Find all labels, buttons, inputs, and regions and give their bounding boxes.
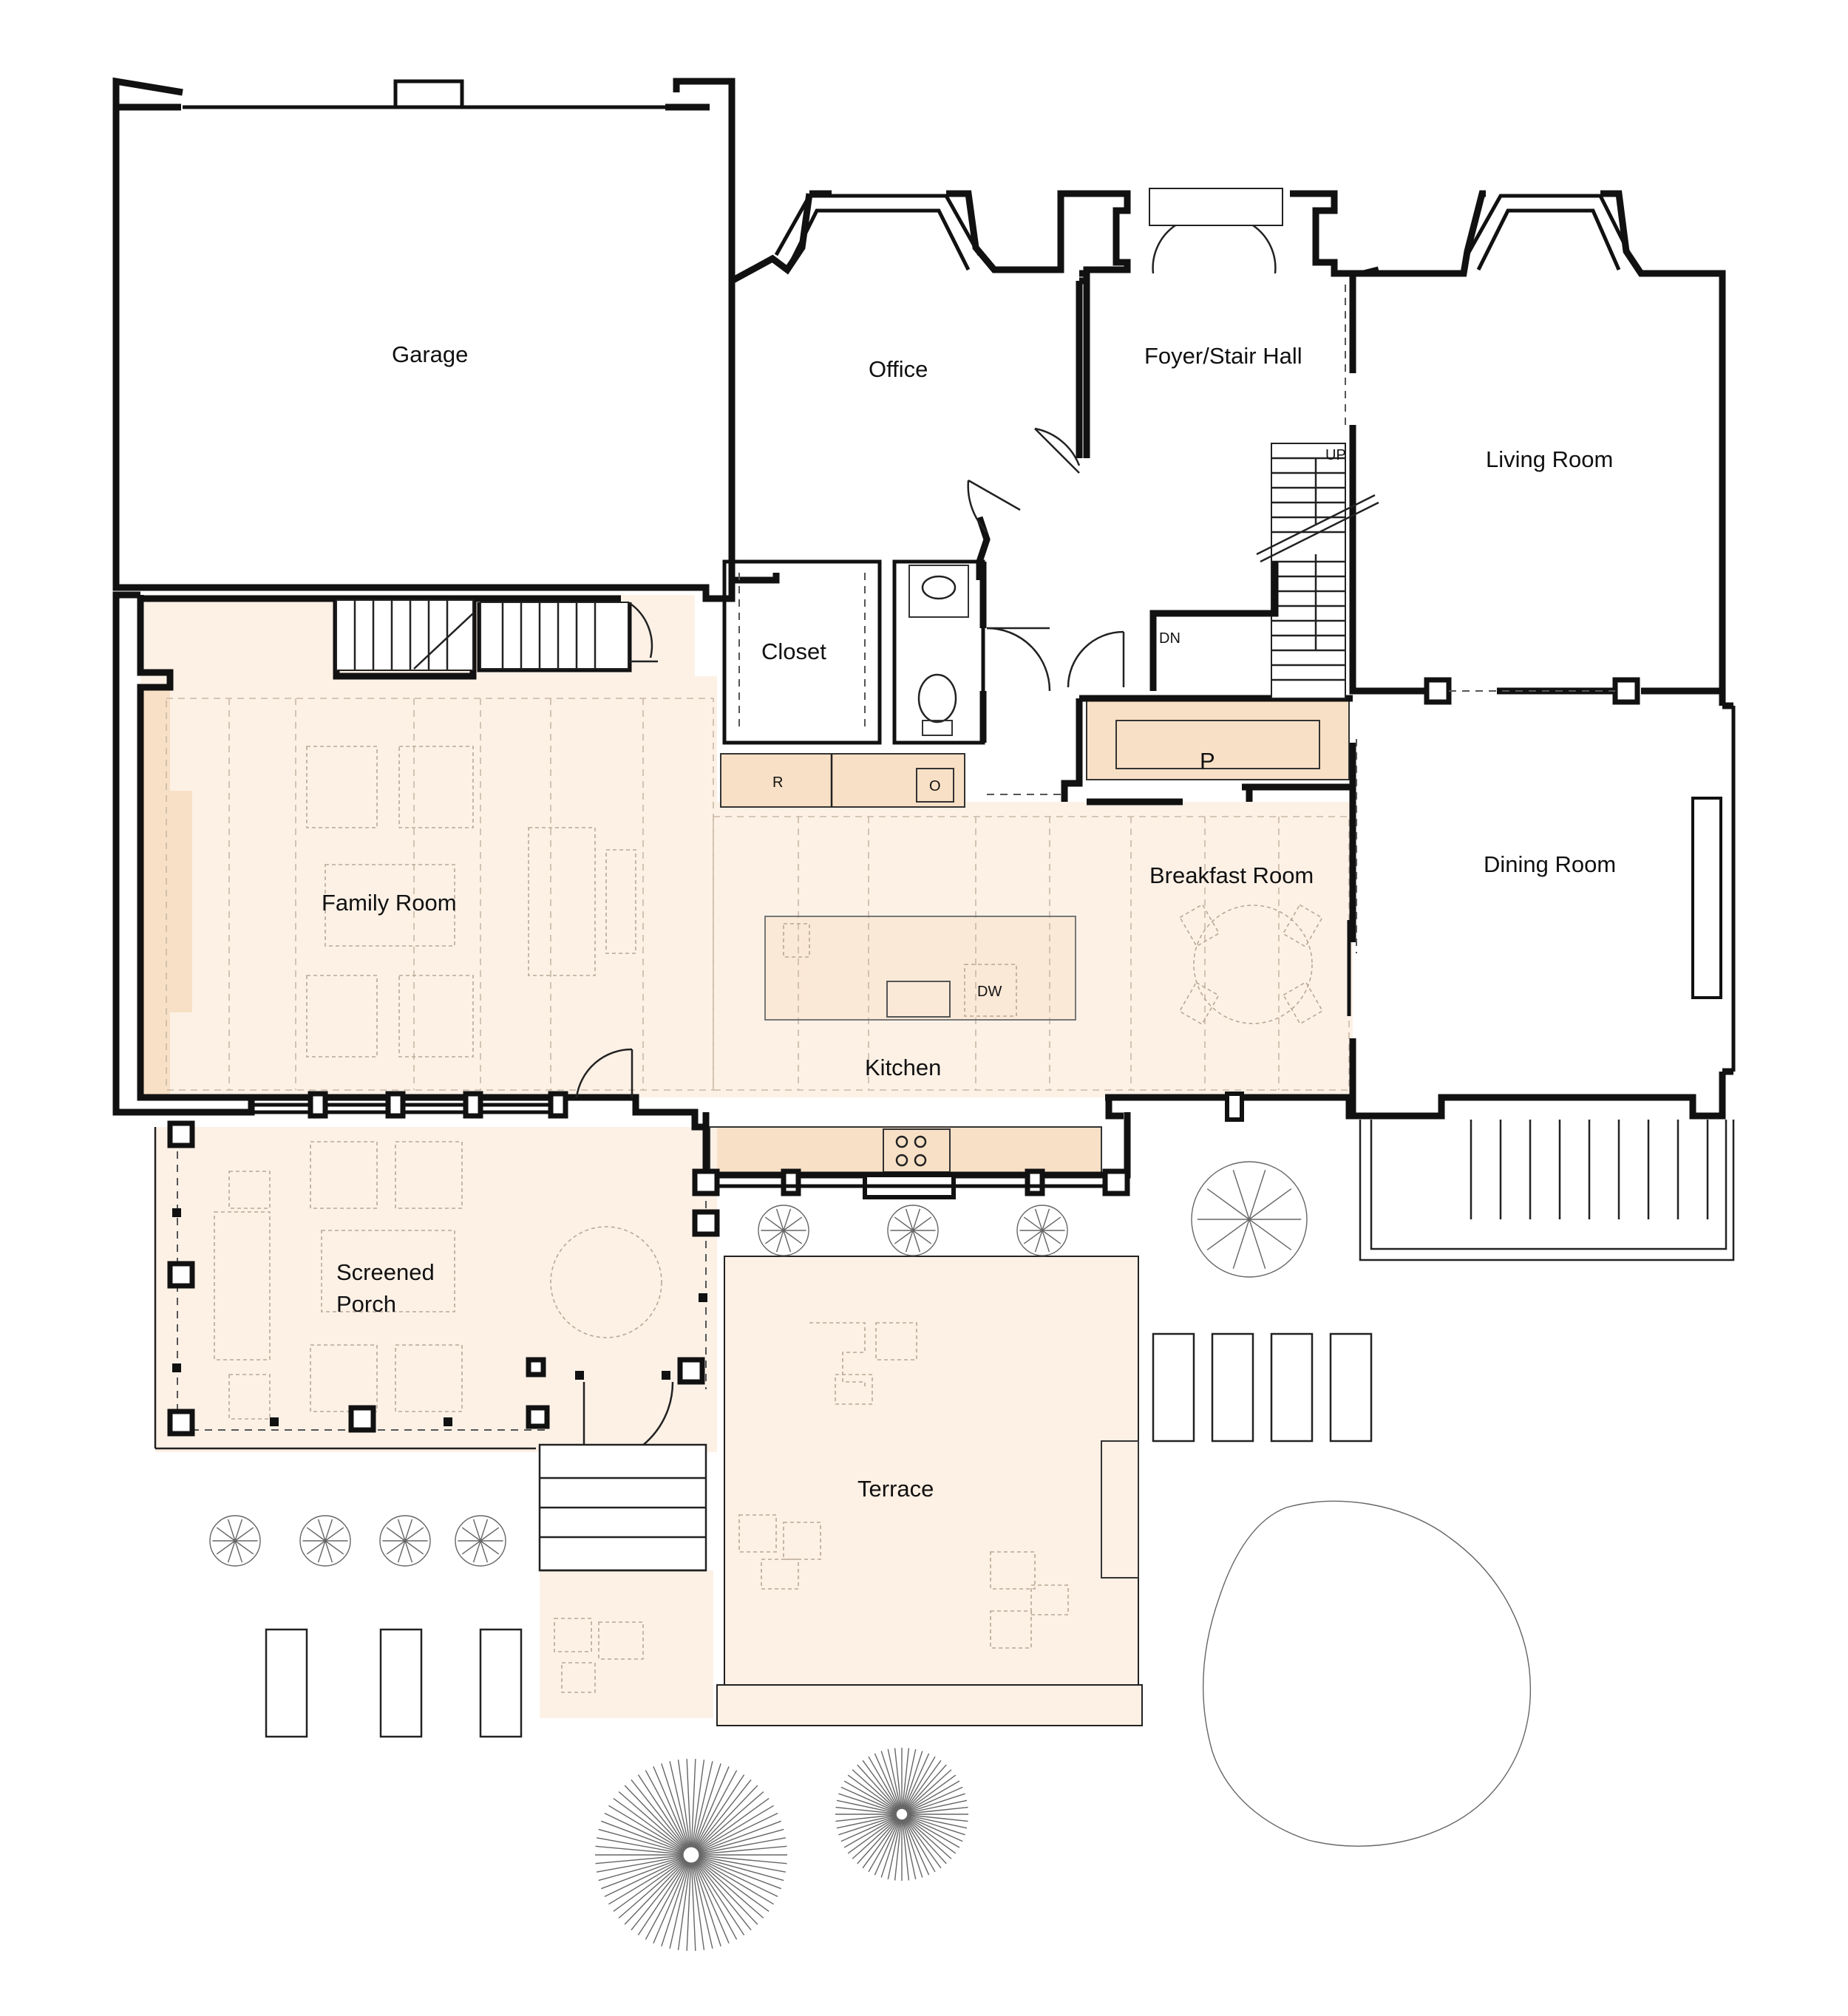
dining-room-label: Dining Room [1484,851,1616,877]
oven-label: O [929,778,941,794]
bath-fixtures [738,565,969,736]
shrub-icon [455,1515,506,1567]
floor-fills [140,595,1353,1726]
tree-icon [1191,1161,1308,1278]
large-tree-outline [1202,1500,1532,1847]
tree-icon [835,1748,968,1881]
plants [209,1161,1308,1951]
ceiling-grid [166,698,1350,1091]
screened-porch-label-line2: Porch [336,1291,396,1317]
stepping-stones [265,1332,1373,1738]
doors [575,188,1357,1465]
kitchen-label: Kitchen [865,1055,941,1080]
shrub-icon [887,1205,939,1256]
shrub-icon [758,1205,809,1256]
garage-label: Garage [392,341,468,367]
garage-stairs [336,599,658,671]
screened-porch [154,1120,720,1450]
terrace-pavers [554,1322,1139,1693]
stair-down-label: DN [1159,630,1181,647]
family-room-label: Family Room [322,890,457,916]
breakfast-room-label: Breakfast Room [1149,862,1314,888]
tree-icon [595,1759,787,1951]
shrub-icon [379,1515,431,1567]
closet-label: Closet [761,638,826,664]
screened-porch-label-line1: Screened [336,1259,435,1285]
furniture [214,746,1324,1420]
room-labels: Garage Office Foyer/Stair Hall Living Ro… [322,341,1616,1502]
foyer-label: Foyer/Stair Hall [1144,343,1302,369]
refrigerator-label: R [772,774,783,791]
front-steps [1359,1120,1735,1261]
office-label: Office [869,356,928,382]
stair-up-label: UP [1325,447,1346,463]
walls [112,77,1736,1199]
dishwasher-label: DW [977,984,1002,1000]
pantry-label: P [1200,748,1215,774]
main-stairs: UP DN [1149,443,1379,699]
porch-steps [538,1443,707,1572]
shrub-icon [1016,1205,1068,1256]
living-room-label: Living Room [1486,446,1613,472]
shrub-icon [209,1515,261,1567]
terrace-label: Terrace [857,1476,934,1502]
kitchen-island: DW [764,916,1076,1021]
shrub-icon [299,1515,351,1567]
